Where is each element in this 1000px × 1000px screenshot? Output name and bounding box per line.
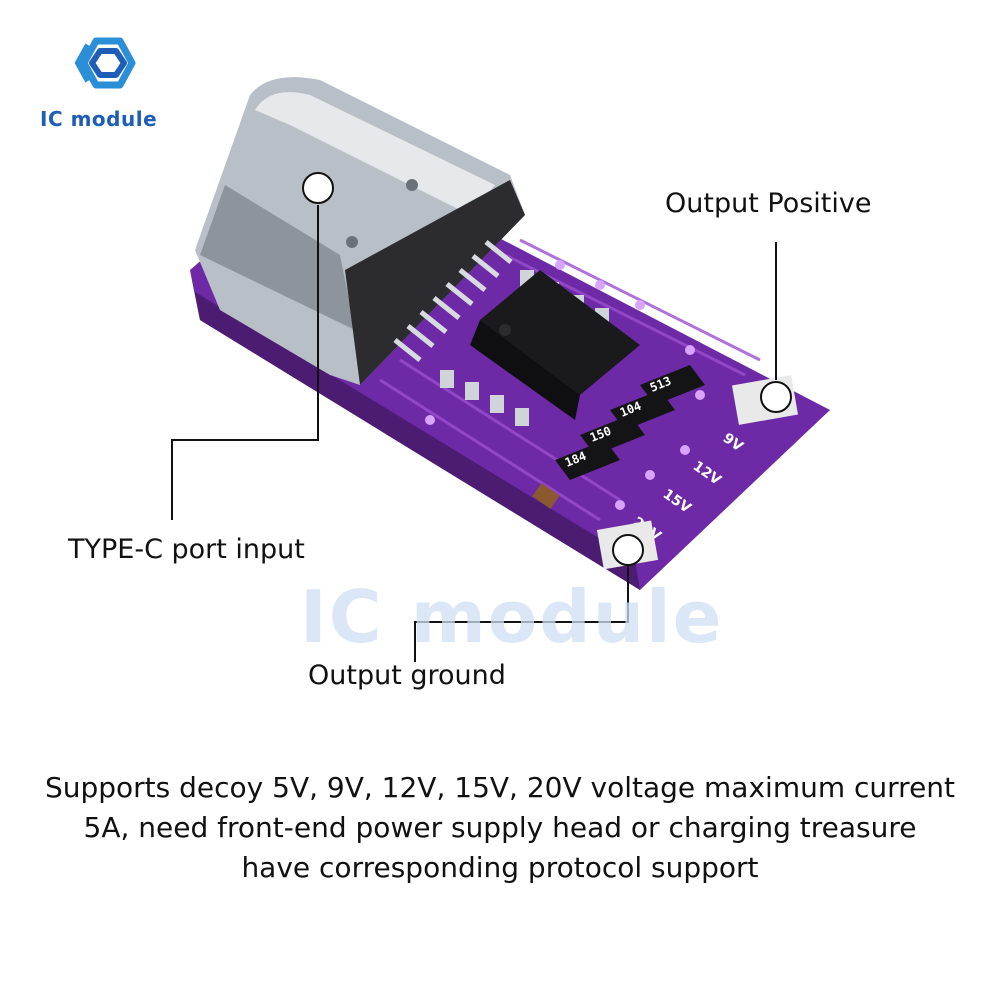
output-ground-marker-circle xyxy=(612,534,644,566)
type-c-callout-line xyxy=(171,205,319,520)
hexagon-logo-icon xyxy=(74,37,136,89)
ic-chip xyxy=(440,270,640,426)
type-c-marker-circle xyxy=(302,172,334,204)
product-description: Supports decoy 5V, 9V, 12V, 15V, 20V vol… xyxy=(30,768,970,888)
capacitor xyxy=(532,483,560,509)
type-c-input-label: TYPE-C port input xyxy=(68,534,305,565)
description-line-2: 5A, need front-end power supply head or … xyxy=(83,811,917,844)
description-line-1: Supports decoy 5V, 9V, 12V, 15V, 20V vol… xyxy=(44,771,956,804)
output-ground-label: Output ground xyxy=(308,660,506,691)
watermark-text: IC module xyxy=(300,575,724,659)
brand-logo-text: IC module xyxy=(40,107,158,131)
output-ground-callout-line xyxy=(414,565,629,662)
output-positive-label: Output Positive xyxy=(665,188,872,219)
output-positive-marker-circle xyxy=(760,381,792,413)
description-line-3: have corresponding protocol support xyxy=(241,851,759,884)
pd-trigger-board-illustration: 513 104 150 184 9V 12V 15V 20V xyxy=(171,77,830,662)
usb-c-connector xyxy=(195,77,525,385)
